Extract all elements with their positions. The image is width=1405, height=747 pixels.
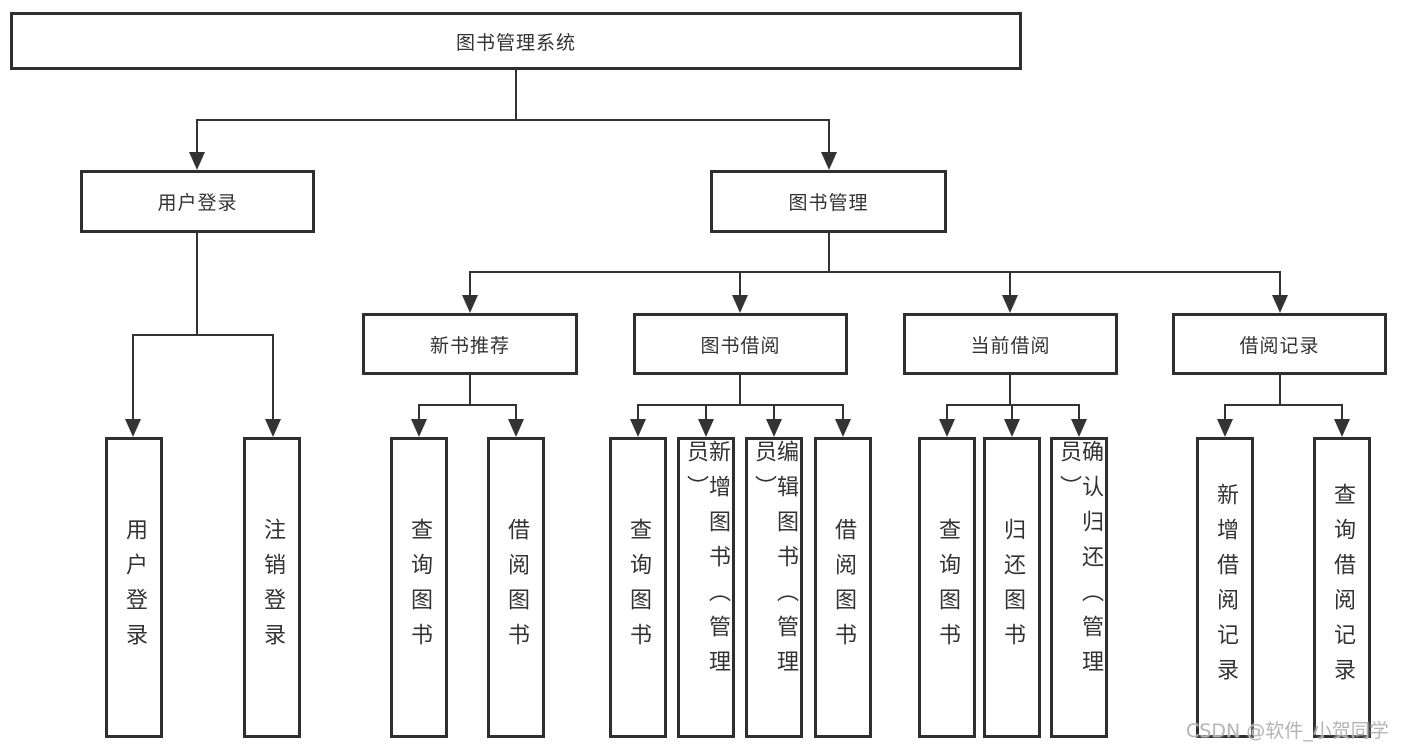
connector-to-leaf xyxy=(842,404,844,422)
arrow-down-icon xyxy=(508,419,524,437)
connector-to-leaf xyxy=(1078,404,1080,422)
leaf-borrow-edit-books-admin-label: 编辑图书（管理员） xyxy=(751,440,798,685)
connector-root-stem xyxy=(515,70,517,120)
leaf-borrow-borrow-books: 借阅图书 xyxy=(814,437,872,738)
connector-to-user-login xyxy=(196,119,198,155)
arrow-down-icon xyxy=(630,419,646,437)
leaf-borrow-edit-books-admin: 编辑图书（管理员） xyxy=(745,437,803,738)
connector-user-login-stem xyxy=(196,233,198,335)
node-root-label: 图书管理系统 xyxy=(455,31,576,54)
leaf-user-login-label: 用户登录 xyxy=(122,517,147,658)
connector-to-leaf-user-login xyxy=(132,334,134,422)
leaf-current-return-books: 归还图书 xyxy=(983,437,1041,738)
connector-to-leaf xyxy=(773,404,775,422)
node-book-borrow: 图书借阅 xyxy=(633,313,848,375)
node-borrow-records-label: 借阅记录 xyxy=(1239,334,1320,357)
arrow-down-icon xyxy=(1217,419,1233,437)
connector-borrow-records-bus xyxy=(1224,404,1343,406)
arrow-down-icon xyxy=(1002,295,1018,313)
arrow-down-icon xyxy=(265,419,281,437)
connector-to-leaf xyxy=(1011,404,1013,422)
leaf-borrow-query-books: 查询图书 xyxy=(609,437,667,738)
leaf-logout: 注销登录 xyxy=(243,437,301,738)
connector-to-leaf xyxy=(705,404,707,422)
connector-to-leaf xyxy=(515,404,517,422)
connector-to-leaf xyxy=(946,404,948,422)
connector-book-borrow-bus xyxy=(637,404,843,406)
node-root: 图书管理系统 xyxy=(10,12,1022,70)
csdn-watermark: CSDN @软件_小贺同学 xyxy=(1186,720,1389,742)
leaf-newbook-borrow-books: 借阅图书 xyxy=(487,437,545,738)
leaf-borrow-add-books-admin: 新增图书（管理员） xyxy=(677,437,735,738)
connector-current-borrow-stem xyxy=(1009,375,1011,406)
leaf-logout-label: 注销登录 xyxy=(260,517,285,658)
arrow-down-icon xyxy=(766,419,782,437)
connector-to-borrow-records xyxy=(1279,271,1281,299)
node-user-login-label: 用户登录 xyxy=(157,192,238,214)
arrow-down-icon xyxy=(939,419,955,437)
connector-new-book-bus xyxy=(418,404,517,406)
arrow-down-icon xyxy=(411,419,427,437)
node-current-borrow: 当前借阅 xyxy=(903,313,1118,375)
node-current-borrow-label: 当前借阅 xyxy=(970,334,1051,357)
connector-to-new-book xyxy=(469,271,471,299)
leaf-borrow-borrow-books-label: 借阅图书 xyxy=(831,517,856,658)
leaf-borrow-add-books-admin-label: 新增图书（管理员） xyxy=(683,440,730,685)
connector-current-borrow-bus xyxy=(946,404,1080,406)
node-book-borrow-label: 图书借阅 xyxy=(700,334,781,357)
leaf-records-add-record-label: 新增借阅记录 xyxy=(1213,482,1238,693)
node-new-book-recommend-label: 新书推荐 xyxy=(429,334,510,357)
connector-borrow-records-stem xyxy=(1279,375,1281,406)
arrow-down-icon xyxy=(462,295,478,313)
arrow-down-icon xyxy=(1334,419,1350,437)
connector-to-current-borrow xyxy=(1009,271,1011,299)
leaf-borrow-query-books-label: 查询图书 xyxy=(626,517,651,658)
leaf-newbook-borrow-books-label: 借阅图书 xyxy=(504,517,529,658)
leaf-current-return-books-label: 归还图书 xyxy=(1000,517,1025,658)
node-book-management-label: 图书管理 xyxy=(788,192,869,214)
leaf-records-query-record-label: 查询借阅记录 xyxy=(1330,482,1355,693)
leaf-current-query-books: 查询图书 xyxy=(918,437,976,738)
arrow-down-icon xyxy=(125,419,141,437)
arrow-down-icon xyxy=(698,419,714,437)
arrow-down-icon xyxy=(835,419,851,437)
arrow-down-icon xyxy=(1004,419,1020,437)
leaf-current-confirm-return-admin-label: 确认归还（管理员） xyxy=(1056,440,1103,685)
node-user-login: 用户登录 xyxy=(80,170,315,233)
leaf-newbook-query-books-label: 查询图书 xyxy=(407,517,432,658)
connector-book-management-stem xyxy=(828,233,830,273)
connector-to-leaf xyxy=(418,404,420,422)
connector-to-leaf xyxy=(1224,404,1226,422)
leaf-records-query-record: 查询借阅记录 xyxy=(1313,437,1371,738)
connector-to-leaf-logout xyxy=(272,334,274,422)
arrow-down-icon xyxy=(732,295,748,313)
node-borrow-records: 借阅记录 xyxy=(1172,313,1387,375)
leaf-records-add-record: 新增借阅记录 xyxy=(1196,437,1254,738)
connector-to-book-management xyxy=(828,119,830,155)
arrow-down-icon xyxy=(189,152,205,170)
leaf-current-query-books-label: 查询图书 xyxy=(935,517,960,658)
leaf-newbook-query-books: 查询图书 xyxy=(390,437,448,738)
node-book-management: 图书管理 xyxy=(710,170,947,233)
connector-level2-bus xyxy=(196,119,830,121)
arrow-down-icon xyxy=(1272,295,1288,313)
arrow-down-icon xyxy=(1071,419,1087,437)
connector-user-login-bus xyxy=(132,334,274,336)
connector-level3-bus xyxy=(469,271,1281,273)
connector-to-leaf xyxy=(637,404,639,422)
connector-new-book-stem xyxy=(469,375,471,406)
connector-to-book-borrow xyxy=(739,271,741,299)
leaf-current-confirm-return-admin: 确认归还（管理员） xyxy=(1050,437,1108,738)
arrow-down-icon xyxy=(821,152,837,170)
connector-to-leaf xyxy=(1341,404,1343,422)
node-new-book-recommend: 新书推荐 xyxy=(362,313,578,375)
connector-book-borrow-stem xyxy=(739,375,741,406)
leaf-user-login: 用户登录 xyxy=(105,437,163,738)
